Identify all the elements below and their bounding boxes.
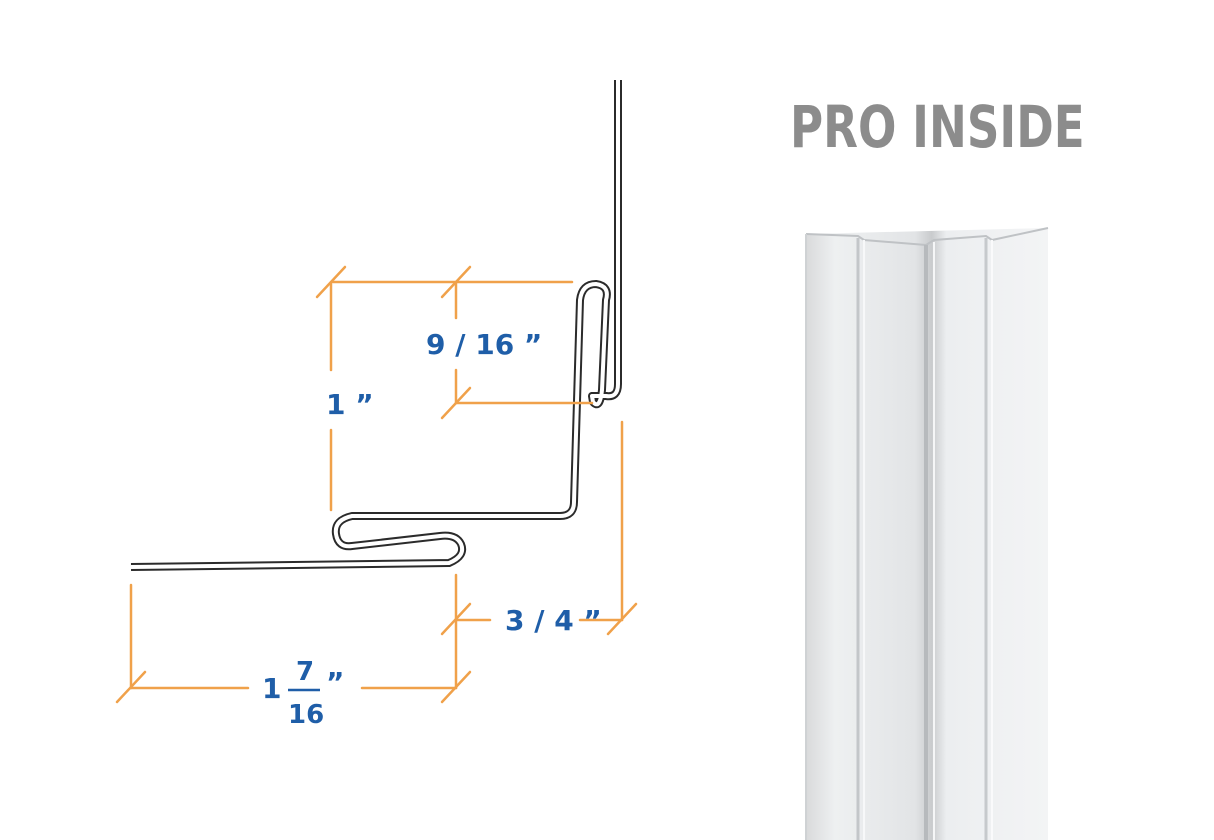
dimension-label-width: 3 / 4 ” xyxy=(505,604,602,637)
dimension-lines xyxy=(115,265,638,704)
base-numerator: 7 xyxy=(296,657,314,687)
base-unit: ” xyxy=(326,666,344,699)
dimension-label-base: 1 7 16 ” xyxy=(262,657,344,730)
base-denominator: 16 xyxy=(288,700,324,730)
trim-profile-drawing xyxy=(130,80,622,571)
dimension-label-height: 1 ” xyxy=(326,388,374,421)
dimension-label-gap: 9 / 16 ” xyxy=(426,328,542,361)
trim-product-image xyxy=(805,227,1049,840)
product-title: PRO INSIDE xyxy=(790,95,1085,162)
base-whole: 1 xyxy=(262,672,281,705)
